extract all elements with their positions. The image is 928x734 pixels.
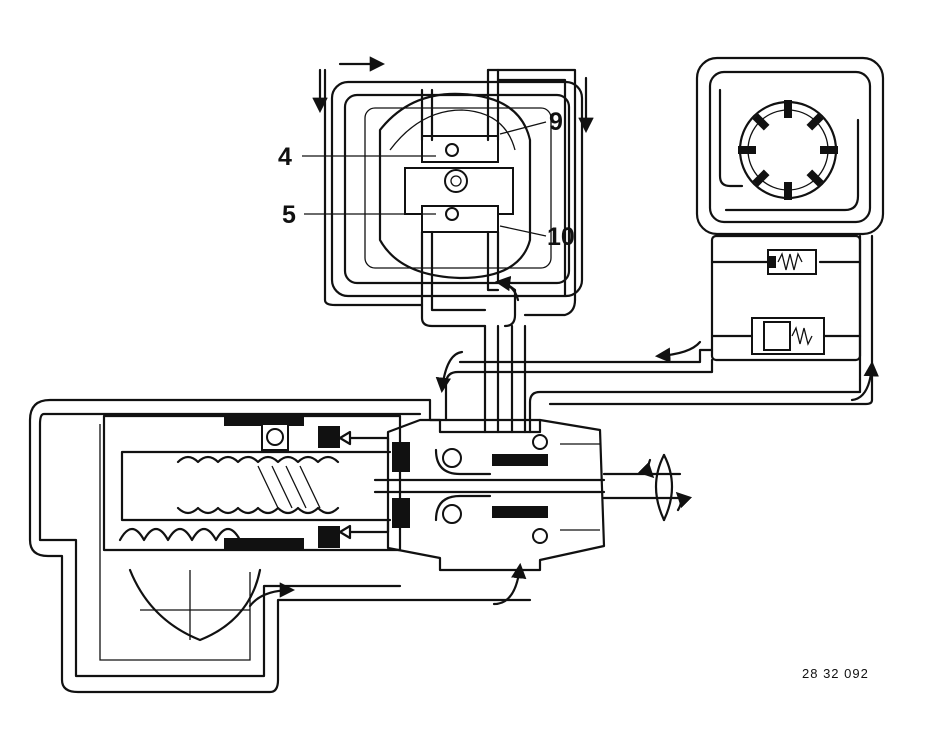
rotary-valve-body — [373, 418, 606, 572]
callout-9: 9 — [549, 108, 563, 136]
valve-spool-block — [404, 135, 514, 233]
leader-10 — [499, 225, 547, 237]
rack-and-worm — [118, 414, 392, 642]
pump-relief-valves — [710, 234, 862, 382]
callout-4: 4 — [278, 143, 292, 171]
callout-leaders — [302, 121, 547, 237]
figure-number: 28 32 092 — [802, 666, 869, 681]
callout-10: 10 — [547, 223, 575, 251]
leader-9 — [499, 121, 547, 135]
flow-arrows — [248, 56, 879, 608]
pump-housing — [695, 56, 885, 236]
connecting-lines — [444, 234, 874, 434]
callout-5: 5 — [282, 201, 296, 229]
steering-shaft — [602, 453, 693, 522]
pump-rotor — [738, 100, 838, 200]
control-valve-housing — [330, 80, 584, 298]
